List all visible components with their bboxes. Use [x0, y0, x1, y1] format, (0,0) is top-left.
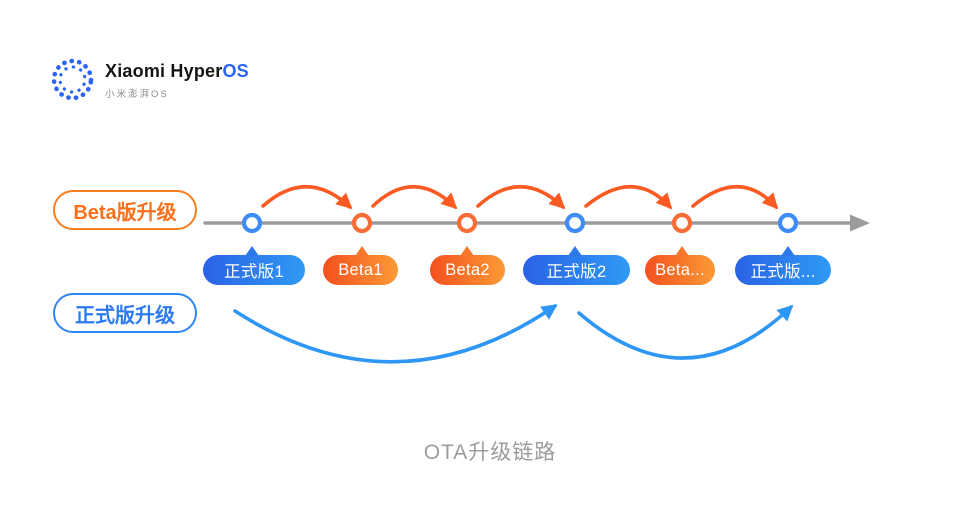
hyperos-dotted-ring-icon [51, 58, 94, 101]
logo-os-accent: OS [222, 61, 249, 81]
stable-hop-arrow-2 [577, 304, 794, 360]
timeline-node-stable-1 [241, 212, 263, 234]
pill-pointer [460, 246, 474, 256]
version-pill-label: 正式版... [750, 263, 816, 281]
beta-hop-arrow-2 [371, 185, 458, 210]
pill-pointer [675, 246, 689, 256]
version-pill-label: 正式版1 [224, 263, 284, 281]
version-pill-label: Beta1 [338, 260, 383, 279]
pill-pointer [568, 246, 582, 256]
version-pill-beta-3: Beta... [645, 246, 715, 285]
version-pill-label: 正式版2 [546, 263, 607, 281]
diagram-caption: OTA升级链路 [423, 441, 557, 464]
timeline-node-beta-3 [671, 212, 693, 234]
pill-pointer [245, 246, 259, 256]
version-pill-beta-1: Beta1 [323, 246, 398, 285]
version-pill-stable-1: 正式版1 [203, 246, 305, 285]
beta-hop-arrow-1 [261, 185, 353, 210]
legend-stable-upgrade: 正式版升级 [53, 293, 197, 333]
version-pill-label: Beta2 [445, 260, 490, 279]
logo-title: Xiaomi HyperOS [105, 61, 249, 81]
pill-pointer [781, 246, 795, 256]
beta-hop-arrow-3 [476, 185, 566, 210]
version-pill-stable-3: 正式版... [735, 246, 831, 285]
version-pill-stable-2: 正式版2 [523, 246, 630, 285]
timeline-node-stable-3 [777, 212, 799, 234]
version-pill-label: Beta... [655, 260, 705, 279]
xiaomi-hyperos-logo: Xiaomi HyperOS 小米澎湃OS [49, 56, 249, 103]
stable-hop-arrow-1 [233, 304, 558, 364]
timeline-axis-arrowhead [850, 214, 870, 232]
timeline-node-beta-2 [456, 212, 478, 234]
logo-subtitle: 小米澎湃OS [105, 88, 169, 100]
pill-pointer [355, 246, 369, 256]
beta-hop-arrow-4 [584, 185, 673, 210]
beta-hop-arrow-5 [691, 185, 779, 210]
legend-beta-upgrade: Beta版升级 [53, 190, 197, 230]
timeline-node-beta-1 [351, 212, 373, 234]
timeline-node-stable-2 [564, 212, 586, 234]
version-pill-beta-2: Beta2 [430, 246, 505, 285]
